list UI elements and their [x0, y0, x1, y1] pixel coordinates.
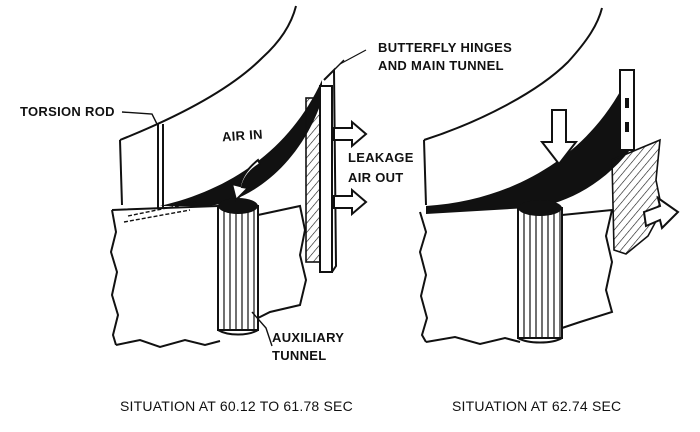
leakage-arrow-lower	[333, 187, 368, 217]
right-panel-drawing	[418, 7, 680, 346]
right-panel-right-edge	[561, 208, 614, 329]
left-upper-panel	[119, 139, 123, 206]
air-in-label: AIR IN	[221, 126, 264, 145]
left-panel-drawing	[109, 5, 368, 349]
butterfly-hinges-label: BUTTERFLY HINGES	[378, 40, 513, 55]
right-auxiliary-tunnel	[517, 200, 563, 344]
auxiliary-tunnel	[217, 198, 259, 336]
right-panel-caption: SITUATION AT 62.74 SEC	[452, 398, 622, 414]
right-lower-panel-bottom	[425, 335, 521, 346]
left-lower-panel-bottom	[115, 338, 221, 349]
right-hinge-strip	[619, 69, 635, 151]
torsion-rod-leader	[121, 111, 159, 127]
right-upper-panel	[423, 139, 427, 206]
main-tunnel-label: AND MAIN TUNNEL	[378, 58, 504, 73]
left-panel-right-edge	[257, 204, 308, 319]
right-lower-panel	[418, 211, 429, 343]
air-in-arrow	[230, 158, 262, 202]
leakage-arrow-upper	[333, 119, 368, 149]
left-lower-panel	[109, 205, 219, 346]
right-escape-arrow	[642, 195, 680, 230]
butterfly-hinges	[305, 49, 367, 273]
right-pressure-arrow	[539, 109, 579, 166]
left-outer-skin	[119, 5, 297, 141]
tunnel-label: TUNNEL	[272, 348, 327, 363]
air-out-label: AIR OUT	[348, 170, 404, 185]
torn-flap	[611, 138, 663, 255]
right-gap-wedge	[426, 72, 630, 214]
leakage-label: LEAKAGE	[348, 150, 414, 165]
torsion-rod-label: TORSION ROD	[20, 104, 115, 119]
left-panel-caption: SITUATION AT 60.12 TO 61.78 SEC	[120, 398, 353, 414]
auxiliary-leader	[251, 311, 273, 347]
torsion-rod	[123, 124, 197, 223]
auxiliary-label: AUXILIARY	[272, 330, 345, 345]
right-outer-skin	[423, 7, 603, 141]
